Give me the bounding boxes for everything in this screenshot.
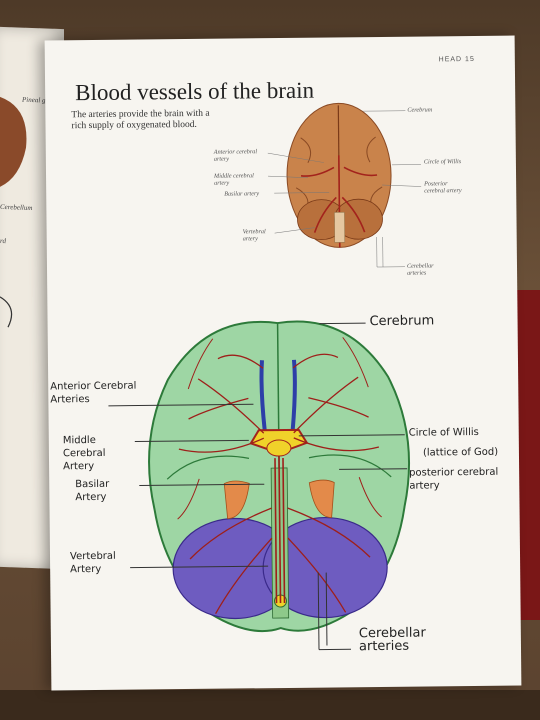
handwritten-label-circle-of-willis: Circle of Willis (408, 426, 479, 439)
handwritten-label-cerebrum: Cerebrum (369, 313, 435, 330)
handwritten-label-cerebellar: Cerebellar arteries (358, 625, 426, 655)
diagrams-illustration (108, 102, 422, 651)
printed-label-posterior: Posterior cerebral artery (424, 180, 462, 195)
left-page-illustration (0, 96, 27, 328)
printed-label-cerebellar: Cerebellar arteries (406, 262, 434, 277)
printed-label-circle-of-willis: Circle of Willis (423, 158, 462, 166)
handwritten-label-middle: Middle Cerebral Artery (62, 434, 106, 473)
handwritten-label-circle-note: (lattice of God) (422, 446, 499, 459)
printed-label-cerebrum: Cerebrum (407, 106, 433, 114)
printed-label-middle: Middle cerebral artery (214, 172, 254, 187)
handwritten-label-basilar: Basilar Artery (75, 478, 110, 504)
book-page: HEAD 15 Blood vessels of the brain The a… (44, 35, 522, 691)
handwritten-label-anterior: Anterior Cerebral Arteries (50, 380, 137, 406)
left-page: Pineal gland Cerebellum rd (0, 26, 64, 570)
left-label-fragment: rd (0, 236, 6, 246)
printed-label-basilar: Basilar artery (224, 190, 260, 198)
printed-label-anterior: Anterior cerebral artery (213, 148, 258, 163)
left-label-cerebellum: Cerebellum (0, 202, 33, 213)
printed-brain-illustration (286, 102, 392, 248)
printed-label-vertebral: Vertebral artery (242, 228, 266, 243)
handwritten-label-posterior: posterior cerebral artery (409, 466, 499, 492)
book-bottom-edge (0, 690, 540, 720)
colored-brain-drawing (148, 320, 411, 633)
handwritten-label-vertebral: Vertebral Artery (69, 550, 116, 576)
